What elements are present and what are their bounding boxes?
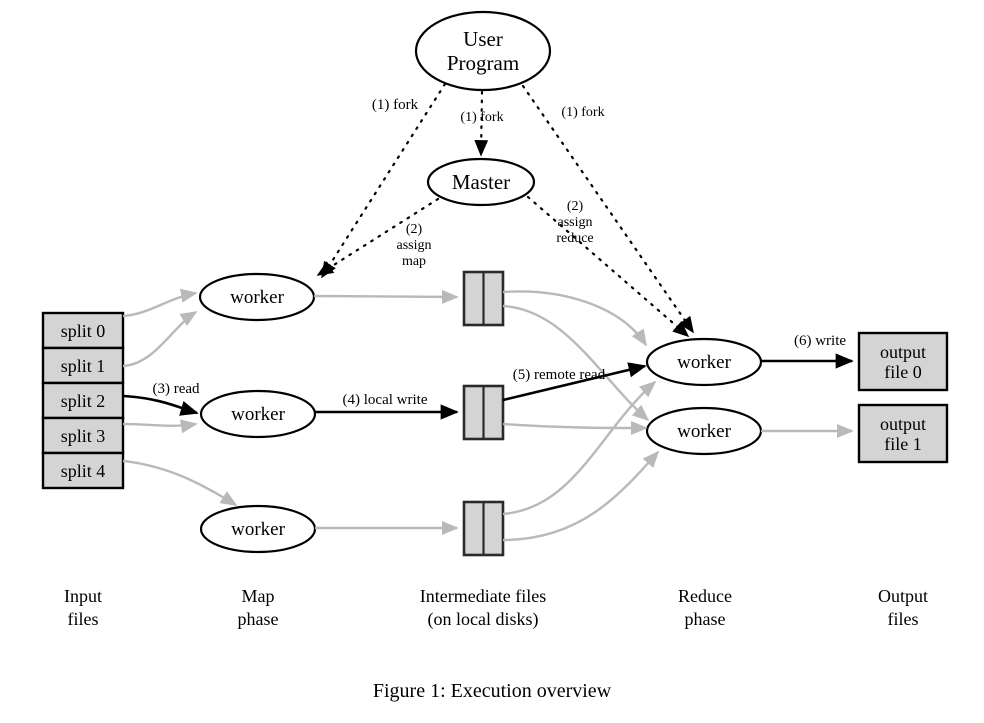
edge-split0-to-map-worker0 bbox=[122, 288, 198, 318]
edge-label-fork-center: (1) fork bbox=[460, 110, 504, 125]
column-label-reduce-phase-line1: Reduce bbox=[678, 586, 732, 606]
map-worker-oval-2[interactable] bbox=[199, 504, 317, 554]
edge-label-write: (6) write bbox=[793, 333, 847, 349]
output-file-box-0[interactable] bbox=[857, 331, 949, 392]
master-oval[interactable] bbox=[426, 157, 536, 207]
column-label-intermediate-files: Intermediate files (on local disks) bbox=[388, 585, 578, 630]
edge-label-read: (3) read bbox=[152, 381, 200, 397]
assign-map-line3: map bbox=[401, 254, 427, 270]
edge-fork-left bbox=[320, 82, 447, 279]
edge-map-worker0-to-intermediate0 bbox=[313, 289, 459, 304]
edge-label-assign-map: (2) assign map bbox=[374, 222, 454, 270]
input-splits-stack bbox=[41, 311, 125, 490]
column-label-input-files-line1: Input bbox=[64, 586, 102, 606]
intermediate-file-box-1[interactable] bbox=[462, 384, 505, 441]
edge-fork-center bbox=[474, 90, 489, 157]
input-split-box-2[interactable] bbox=[41, 381, 125, 420]
reduce-worker-oval-0[interactable] bbox=[645, 337, 763, 387]
map-worker-oval-0[interactable] bbox=[198, 272, 316, 322]
intermediate-file-box-2[interactable] bbox=[462, 500, 505, 557]
assign-map-line2: assign bbox=[396, 238, 432, 254]
edge-intermediate2-to-reduce-worker0 bbox=[502, 380, 657, 516]
edge-assign-reduce bbox=[526, 195, 690, 338]
column-label-output-files: Output files bbox=[843, 585, 963, 630]
edge-read-split2-to-map-worker1 bbox=[122, 394, 199, 416]
column-label-output-files-line1: Output bbox=[877, 586, 928, 606]
edge-label-fork-left: (1) fork bbox=[371, 97, 419, 113]
edge-label-assign-reduce: (2) assign reduce bbox=[530, 199, 620, 247]
assign-reduce-line1: (2) bbox=[566, 199, 584, 214]
map-worker-oval-1[interactable] bbox=[199, 389, 317, 439]
edge-intermediate0-to-reduce-worker0 bbox=[502, 290, 648, 347]
assign-map-line1: (2) bbox=[405, 222, 423, 237]
column-label-map-phase: Map phase bbox=[198, 585, 318, 630]
column-label-input-files-line2: files bbox=[67, 608, 99, 629]
edge-intermediate1-to-reduce-worker1 bbox=[502, 420, 648, 436]
column-label-intermediate-files-line1: Intermediate files bbox=[419, 586, 547, 606]
figure-caption: Figure 1: Execution overview bbox=[372, 680, 612, 702]
edge-label-remote-read: (5) remote read bbox=[512, 367, 606, 383]
input-split-box-4[interactable] bbox=[41, 451, 125, 490]
edge-label-local-write: (4) local write bbox=[342, 392, 428, 408]
edge-intermediate2-to-reduce-worker1 bbox=[502, 450, 660, 542]
reduce-worker-oval-1[interactable] bbox=[645, 406, 763, 456]
column-label-intermediate-files-line2: (on local disks) bbox=[427, 608, 539, 629]
column-label-output-files-line2: files bbox=[887, 608, 919, 629]
input-split-box-3[interactable] bbox=[41, 416, 125, 455]
intermediate-file-box-0[interactable] bbox=[462, 270, 505, 327]
column-label-input-files: Input files bbox=[23, 585, 143, 630]
input-split-box-0[interactable] bbox=[41, 311, 125, 350]
user-program-oval[interactable] bbox=[414, 10, 552, 92]
edge-assign-map bbox=[316, 197, 440, 277]
assign-reduce-line2: assign bbox=[557, 215, 593, 231]
assign-reduce-line3: reduce bbox=[556, 231, 594, 247]
column-label-map-phase-line1: Map bbox=[241, 586, 275, 606]
edge-intermediate0-to-reduce-worker1 bbox=[502, 304, 650, 422]
edge-remote-read-intermediate1-to-reduce-worker0 bbox=[502, 362, 647, 402]
column-label-reduce-phase: Reduce phase bbox=[645, 585, 765, 630]
output-file-box-1[interactable] bbox=[857, 403, 949, 464]
edge-split1-to-map-worker0 bbox=[122, 310, 198, 368]
column-label-map-phase-line2: phase bbox=[237, 608, 279, 629]
edge-label-fork-right: (1) fork bbox=[561, 105, 605, 120]
edge-fork-right bbox=[521, 84, 695, 334]
edge-split3-to-map-worker1 bbox=[122, 419, 198, 434]
column-label-reduce-phase-line2: phase bbox=[684, 608, 726, 629]
input-split-box-1[interactable] bbox=[41, 346, 125, 385]
edge-split4-to-map-worker2 bbox=[122, 459, 238, 507]
